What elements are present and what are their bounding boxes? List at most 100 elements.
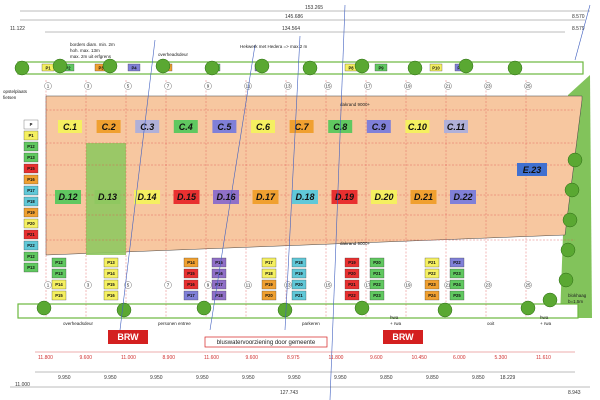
parking-spot-bottom-label: P16 [215, 271, 223, 276]
parking-spot-bottom [291, 290, 307, 301]
grid-number: 7 [167, 84, 170, 89]
parking-spot-left-label: P16 [27, 177, 35, 182]
parking-spot-bottom-label: P17 [265, 260, 273, 265]
unit-bottom: D.21 [410, 190, 437, 204]
parking-spot-bottom [51, 279, 67, 290]
unit-bottom-label: D.14 [137, 192, 156, 202]
parking-spot-bottom-label: P21 [428, 260, 436, 265]
unit-bottom: D.14 [134, 190, 160, 204]
border-note-1: borders diam. min. 2m [70, 42, 115, 47]
unit-top-label: C.5 [217, 122, 232, 132]
dim-top-left: 11.122 [10, 26, 25, 32]
parking-spot-bottom-label: P13 [55, 271, 63, 276]
overheadsdeur-top: overheadsdeur [158, 52, 189, 57]
parking-spot-left-label: P21 [27, 232, 35, 237]
parking-spot-left [23, 207, 39, 218]
grid-number: 7 [167, 283, 170, 288]
grid-number: 21 [445, 84, 451, 89]
unit-bottom-fill [94, 190, 121, 204]
parking-spot-left-label: P13 [27, 265, 35, 270]
dim-top-mid: 145.686 [285, 14, 303, 20]
parking-spot-left [23, 152, 39, 163]
dim-top-right: 8.570 [572, 14, 585, 20]
parking-spot-left [23, 218, 39, 229]
tree-icon [277, 302, 293, 318]
parking-spot-left [23, 141, 39, 152]
parking-spot-bottom-label: P18 [215, 293, 223, 298]
unit-bottom: D.16 [213, 190, 239, 204]
parking-spot-bottom [51, 268, 67, 279]
brw-left-label: BRW [117, 332, 139, 342]
tree-icon [458, 58, 474, 74]
unit-top-label: C.10 [408, 122, 427, 132]
dim-top-total: 153.265 [305, 5, 323, 11]
tree-icon [564, 182, 580, 198]
unit-top-label: C.3 [140, 122, 154, 132]
grid-marker [44, 281, 52, 289]
unit-top: C.5 [212, 120, 237, 133]
unit-bottom-label: D.18 [295, 192, 314, 202]
parking-spot-bottom-label: P19 [265, 282, 273, 287]
unit-bottom-label: D.12 [58, 192, 77, 202]
parking-spot-left-label: P22 [27, 243, 35, 248]
grid-number: 25 [525, 283, 531, 288]
parking-spot-bottom [344, 257, 360, 268]
parking-spot-bottom-label: P23 [453, 271, 461, 276]
parking-spot-left [23, 196, 39, 207]
parking-bottom-groups: P12P13P14P15P13P14P15P16P14P15P16P17P15P… [51, 257, 465, 301]
grid-marker [164, 82, 172, 90]
dim-bottom-red: 8.900 [163, 355, 176, 361]
parking-spot-bottom-label: P14 [55, 282, 63, 287]
rwa-label: + rwa [390, 321, 402, 326]
dim-bottom-row: 9.950 [58, 375, 71, 381]
unit-bottom: D.15 [173, 190, 200, 204]
parking-spot-bottom-label: P18 [265, 271, 273, 276]
parking-spot-top [127, 63, 141, 72]
dim-bottom-row: 9.950 [334, 375, 347, 381]
dim-bottom-red: 11.600 [204, 355, 219, 361]
grid-marker [484, 82, 492, 90]
border-note-2: hoh. max. 13m [70, 48, 100, 53]
unit-bottom-label: D.19 [335, 192, 354, 202]
grid-marker [284, 281, 292, 289]
tree-icon [507, 60, 523, 76]
parking-spot-bottom [211, 290, 227, 301]
parking-spot-top-label: P10 [432, 66, 440, 71]
tree-icon [354, 300, 370, 316]
opstelplaats-label-2: fietsen [3, 95, 17, 100]
top-dimensions: 153.265 145.686 134.564 11.122 8.570 8.5… [10, 5, 590, 33]
dim-bottom-total: 8.943 [568, 390, 581, 396]
parking-spot-bottom [344, 279, 360, 290]
dakrand-bottom: dakrand 9000+ [340, 241, 371, 246]
grid-number: 3 [87, 283, 90, 288]
parking-spot-bottom-label: P20 [348, 271, 356, 276]
parking-spot-left-label: P18 [27, 199, 35, 204]
parking-spot-left [23, 251, 39, 262]
grid-number: 11 [246, 283, 251, 288]
grid-number: 15 [325, 283, 331, 288]
hwa-label: hwa [390, 315, 399, 320]
parking-spot-bottom [344, 268, 360, 279]
parking-spot-bottom-label: P17 [187, 293, 195, 298]
parking-spot-left-label: P15 [27, 166, 35, 171]
tree-icon [562, 212, 578, 228]
dim-bottom-row: 9.950 [104, 375, 117, 381]
parking-spot-bottom-label: P24 [453, 282, 461, 287]
parking-spot-bottom-label: P14 [107, 271, 115, 276]
dim-bottom-red: 9.600 [80, 355, 93, 361]
parking-spot-bottom-label: P14 [187, 260, 195, 265]
dim-top-right2: 8.579 [572, 26, 585, 32]
dim-bottom-total: 11.000 [15, 382, 30, 388]
grid-number: 23 [485, 283, 491, 288]
trees [14, 58, 583, 318]
dim-bottom-red: 5.300 [495, 355, 508, 361]
parking-spot-bottom-label: P18 [295, 260, 303, 265]
tree-icon [520, 300, 536, 316]
parking-spot-bottom-label: P22 [348, 293, 356, 298]
